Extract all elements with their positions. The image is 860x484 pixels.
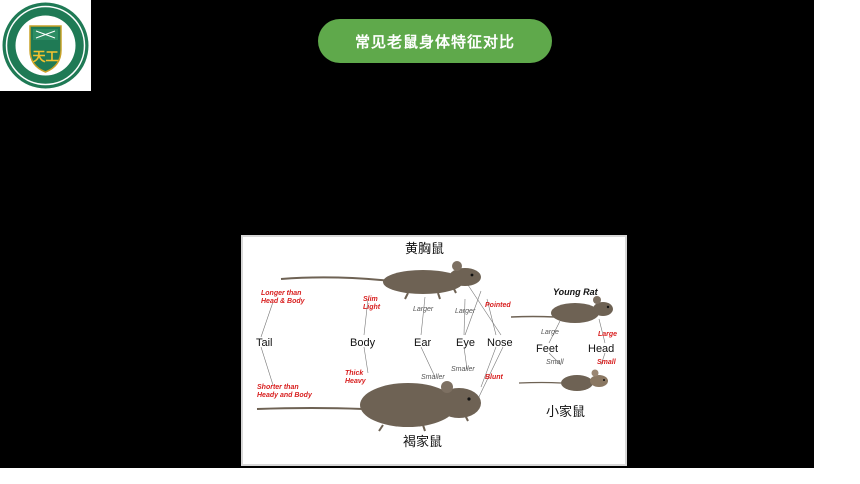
- bottom-rat-label: 褐家鼠: [403, 434, 442, 450]
- logo-text: 天工: [32, 50, 58, 65]
- feature-nose-label: Nose: [487, 337, 513, 349]
- note-head-lower: Small: [597, 359, 617, 366]
- note-body-upper-1: Slim: [363, 296, 378, 303]
- small-rat-illustration: [518, 369, 608, 391]
- top-rat-label: 黄胸鼠: [405, 242, 444, 257]
- note-feet-upper: Large: [541, 329, 559, 336]
- note-ear-upper: Larger: [413, 306, 434, 313]
- small-rat-label: 小家鼠: [546, 404, 585, 420]
- note-body-upper-2: Light: [363, 304, 381, 311]
- connector-lines: [260, 284, 606, 406]
- logo-emblem-icon: 天工: [2, 2, 89, 89]
- note-eye-lower: Smaller: [451, 366, 475, 373]
- note-body-lower-2: Heavy: [345, 378, 367, 385]
- slide-title: 常见老鼠身体特征对比: [318, 19, 552, 63]
- bottom-rat-illustration: [256, 381, 481, 432]
- young-rat-label: Young Rat: [553, 287, 599, 297]
- feature-eye-label: Eye: [456, 337, 475, 349]
- feature-head-label: Head: [588, 343, 614, 355]
- note-tail-upper-2: Head & Body: [261, 298, 306, 305]
- rat-comparison-figure: 黄胸鼠 褐家鼠 小家鼠 Young Rat Tail Body Ear Eye …: [241, 235, 627, 466]
- feature-ear-label: Ear: [414, 337, 431, 349]
- note-feet-lower: Small: [546, 359, 564, 366]
- note-head-upper: Large: [598, 331, 617, 338]
- note-nose-lower: Blunt: [485, 374, 504, 381]
- rat-comparison-diagram: 黄胸鼠 褐家鼠 小家鼠 Young Rat Tail Body Ear Eye …: [256, 242, 617, 450]
- note-ear-lower: Smaller: [421, 374, 445, 381]
- note-eye-upper: Larger: [455, 308, 476, 315]
- top-rat-illustration: [280, 261, 481, 300]
- note-tail-upper-1: Longer than: [261, 290, 301, 297]
- note-body-lower-1: Thick: [345, 370, 364, 377]
- young-rat-illustration: [510, 296, 613, 323]
- feature-body-label: Body: [350, 337, 376, 349]
- note-tail-lower-1: Shorter than: [257, 384, 299, 391]
- feature-feet-label: Feet: [536, 343, 558, 355]
- note-nose-upper: Pointed: [485, 302, 511, 309]
- feature-tail-label: Tail: [256, 337, 273, 349]
- note-tail-lower-2: Heady and Body: [257, 392, 313, 399]
- school-logo: 天工: [0, 0, 91, 91]
- slide-title-text: 常见老鼠身体特征对比: [354, 32, 515, 51]
